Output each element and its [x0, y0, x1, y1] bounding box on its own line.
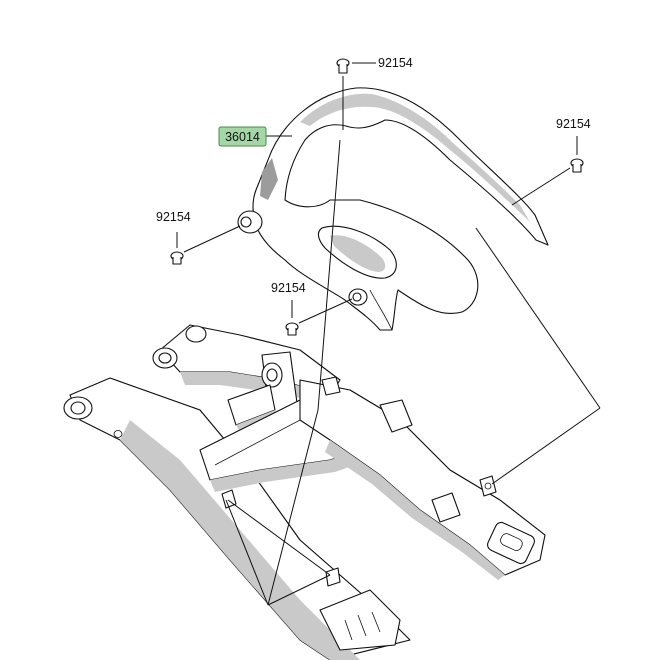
- swingarm: [63, 324, 546, 660]
- callout-36014-highlight: [218, 126, 267, 147]
- rear-fender-cover: [237, 87, 549, 331]
- callout-92154-right[interactable]: 92154: [556, 117, 591, 131]
- callout-92154-left[interactable]: 92154: [156, 210, 191, 224]
- callout-92154-top[interactable]: 92154: [378, 56, 413, 70]
- callout-36014[interactable]: 36014: [218, 126, 267, 147]
- bolt-middle-icon: [285, 322, 299, 336]
- bolt-left-icon: [170, 251, 184, 265]
- leader-lines: [176, 62, 601, 606]
- callout-36014-text: 36014: [225, 130, 260, 144]
- bolt-right-icon: [570, 158, 584, 173]
- bolt-top-icon: [336, 58, 350, 74]
- callout-92154-middle[interactable]: 92154: [271, 281, 306, 295]
